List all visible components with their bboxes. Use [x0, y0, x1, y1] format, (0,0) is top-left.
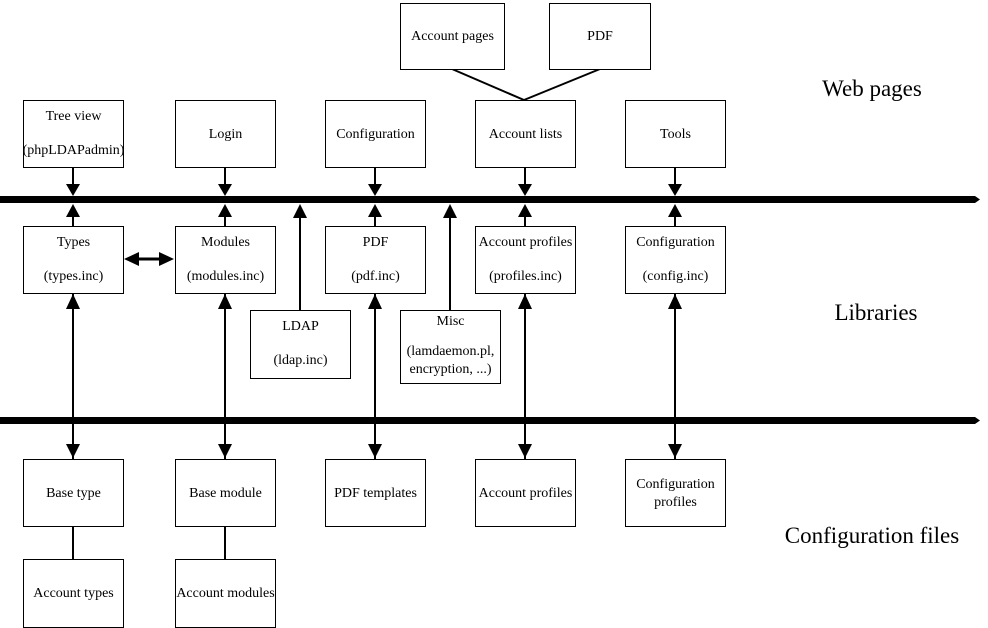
box-label: Account profiles — [478, 485, 573, 501]
box-label: Account modules — [176, 586, 275, 601]
box-pdf-export: PDF — [549, 3, 651, 70]
bus-bar-libraries-config — [0, 417, 975, 424]
zone-label-configuration-files: Configuration files — [784, 523, 960, 548]
box-ldap-lib: LDAP (ldap.inc) — [250, 310, 351, 379]
bus-bar-web-libraries — [0, 196, 975, 203]
box-tree-view: Tree view (phpLDAPadmin) — [23, 100, 124, 168]
box-sublabel: (profiles.inc) — [489, 269, 562, 284]
box-account-types: Account types — [23, 559, 124, 628]
box-account-profiles-lib: Account profiles (profiles.inc) — [475, 226, 576, 294]
box-label: Tools — [660, 126, 691, 142]
box-sublabel: (config.inc) — [642, 269, 709, 284]
box-label: PDF — [362, 235, 389, 250]
box-tools: Tools — [625, 100, 726, 168]
box-label: Configuration — [636, 476, 715, 492]
box-label: Login — [208, 126, 243, 142]
box-label: Base type — [46, 485, 101, 501]
box-sublabel: (types.inc) — [43, 269, 104, 284]
box-types-lib: Types (types.inc) — [23, 226, 124, 294]
box-configuration-lib: Configuration (config.inc) — [625, 226, 726, 294]
box-label: PDF templates — [334, 485, 417, 501]
box-modules-lib: Modules (modules.inc) — [175, 226, 276, 294]
box-label: Configuration — [636, 235, 715, 250]
box-sublabel: (pdf.inc) — [351, 269, 400, 284]
box-configuration-profiles: Configuration profiles — [625, 459, 726, 527]
box-label: Account pages — [411, 29, 494, 44]
box-sublabel: (ldap.inc) — [273, 353, 328, 368]
zone-label-web-pages: Web pages — [822, 76, 922, 101]
box-pdf-lib: PDF (pdf.inc) — [325, 226, 426, 294]
box-account-modules: Account modules — [175, 559, 276, 628]
box-account-pages: Account pages — [400, 3, 505, 70]
box-label: Modules — [201, 235, 250, 250]
box-base-module: Base module — [175, 459, 276, 527]
box-sublabel: (phpLDAPadmin) — [22, 143, 125, 158]
box-misc-lib: Misc (lamdaemon.pl, encryption, ...) — [400, 310, 501, 384]
bus-bar-tip — [975, 417, 980, 424]
box-label: LDAP — [282, 319, 319, 334]
box-sublabel: encryption, ...) — [409, 362, 492, 377]
box-label: PDF — [587, 29, 613, 44]
zone-label-libraries: Libraries — [834, 300, 918, 325]
box-account-profiles-files: Account profiles — [475, 459, 576, 527]
box-label: Account lists — [488, 126, 563, 142]
box-label: Configuration — [336, 126, 415, 142]
box-label: Account profiles — [478, 235, 573, 250]
box-sublabel: (lamdaemon.pl, — [406, 344, 495, 359]
box-configuration-page: Configuration — [325, 100, 426, 168]
box-label: Types — [56, 235, 91, 250]
box-label: Base module — [189, 485, 262, 501]
box-login: Login — [175, 100, 276, 168]
bus-bar-tip — [975, 196, 980, 203]
box-base-type: Base type — [23, 459, 124, 527]
box-sublabel: profiles — [654, 494, 697, 510]
box-label: Tree view — [45, 109, 102, 124]
box-account-lists: Account lists — [475, 100, 576, 168]
box-label: Misc — [436, 314, 465, 329]
box-label: Account types — [33, 586, 114, 601]
box-pdf-templates: PDF templates — [325, 459, 426, 527]
box-sublabel: (modules.inc) — [186, 269, 265, 284]
